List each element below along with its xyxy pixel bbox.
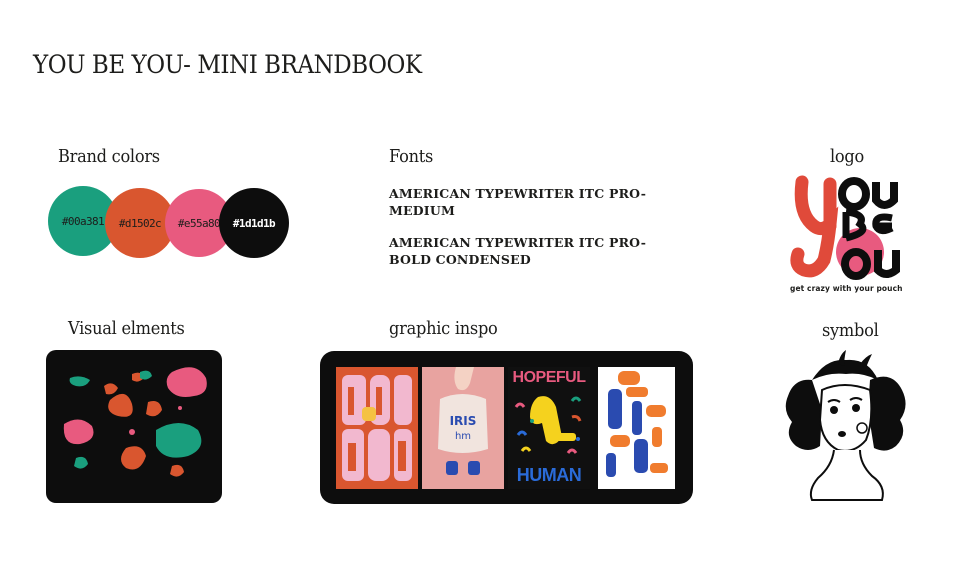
graphic-inspo-heading: graphic inspo	[389, 318, 498, 339]
poster-hand-bag-art: IRIS hm	[438, 367, 488, 475]
font-name-medium: AMERICAN TYPEWRITER ITC PRO-MEDIUM	[389, 186, 647, 218]
poster-pink-type	[336, 367, 418, 489]
svg-text:hm: hm	[455, 431, 471, 442]
svg-text:IRIS: IRIS	[450, 414, 477, 428]
swatch-orange: #d1502c	[105, 188, 175, 258]
blob-shapes	[63, 367, 207, 477]
visual-elements-heading: Visual elments	[68, 318, 185, 339]
swatch-black-label: #1d1d1b	[232, 216, 276, 230]
symbol-heading: symbol	[822, 320, 879, 341]
brand-colors-heading: Brand colors	[58, 146, 160, 167]
poster-hopeful-human: HOPEFUL HUMAN	[508, 367, 590, 489]
poster-blue-orange-art	[606, 371, 668, 477]
visual-elements-panel	[46, 350, 222, 503]
poster-human-text: HUMAN	[516, 465, 582, 485]
swatch-pink-label: #e55a80	[177, 216, 221, 230]
poster-hopeful-art	[514, 396, 582, 454]
logo-tagline: get crazy with your pouch	[790, 284, 903, 293]
fonts-heading: Fonts	[389, 146, 434, 167]
brand-logo: get crazy with your pouch	[788, 174, 913, 296]
swatch-green-label: #00a381	[61, 214, 105, 228]
brand-symbol	[782, 350, 910, 502]
swatch-orange-label: #d1502c	[118, 216, 162, 230]
font-name-bold-condensed: AMERICAN TYPEWRITER ITC PRO-BOLD CONDENS…	[389, 235, 647, 267]
logo-heading: logo	[830, 146, 864, 167]
symbol-illustration	[785, 350, 906, 501]
graphic-inspo-panel: IRIS hm HOPEFUL HUMAN	[320, 351, 693, 504]
poster-pink-type-art	[342, 375, 412, 481]
poster-hopeful-text: HOPEFUL	[512, 369, 586, 386]
poster-hand-bag: IRIS hm	[422, 367, 504, 489]
color-swatches: #00a381 #d1502c #e55a80 #1d1d1b	[48, 186, 293, 261]
poster-blue-orange-type	[598, 367, 675, 489]
swatch-black: #1d1d1b	[219, 188, 289, 258]
page-title: YOU BE YOU- MINI BRANDBOOK	[33, 50, 422, 79]
logo-graphic	[790, 175, 900, 280]
